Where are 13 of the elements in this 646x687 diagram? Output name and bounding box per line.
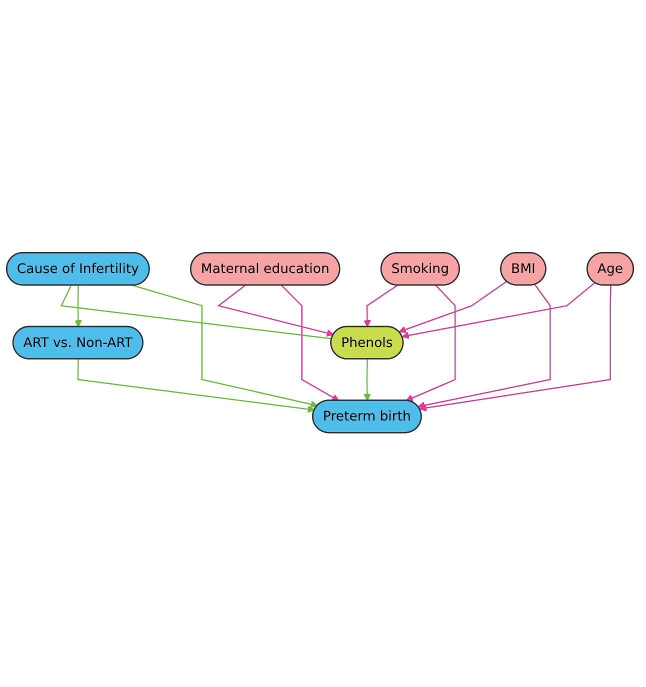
arrow [364,284,398,328]
connector [60,285,332,340]
arrow [406,284,456,402]
arrow [418,284,551,409]
arrow [132,284,318,408]
arrow [364,359,371,401]
arrow [74,285,82,328]
arrow [217,284,334,336]
arrow [281,284,340,401]
arrow [398,280,508,333]
arrow [77,359,315,413]
arrow [419,285,612,412]
arrow [402,282,596,339]
